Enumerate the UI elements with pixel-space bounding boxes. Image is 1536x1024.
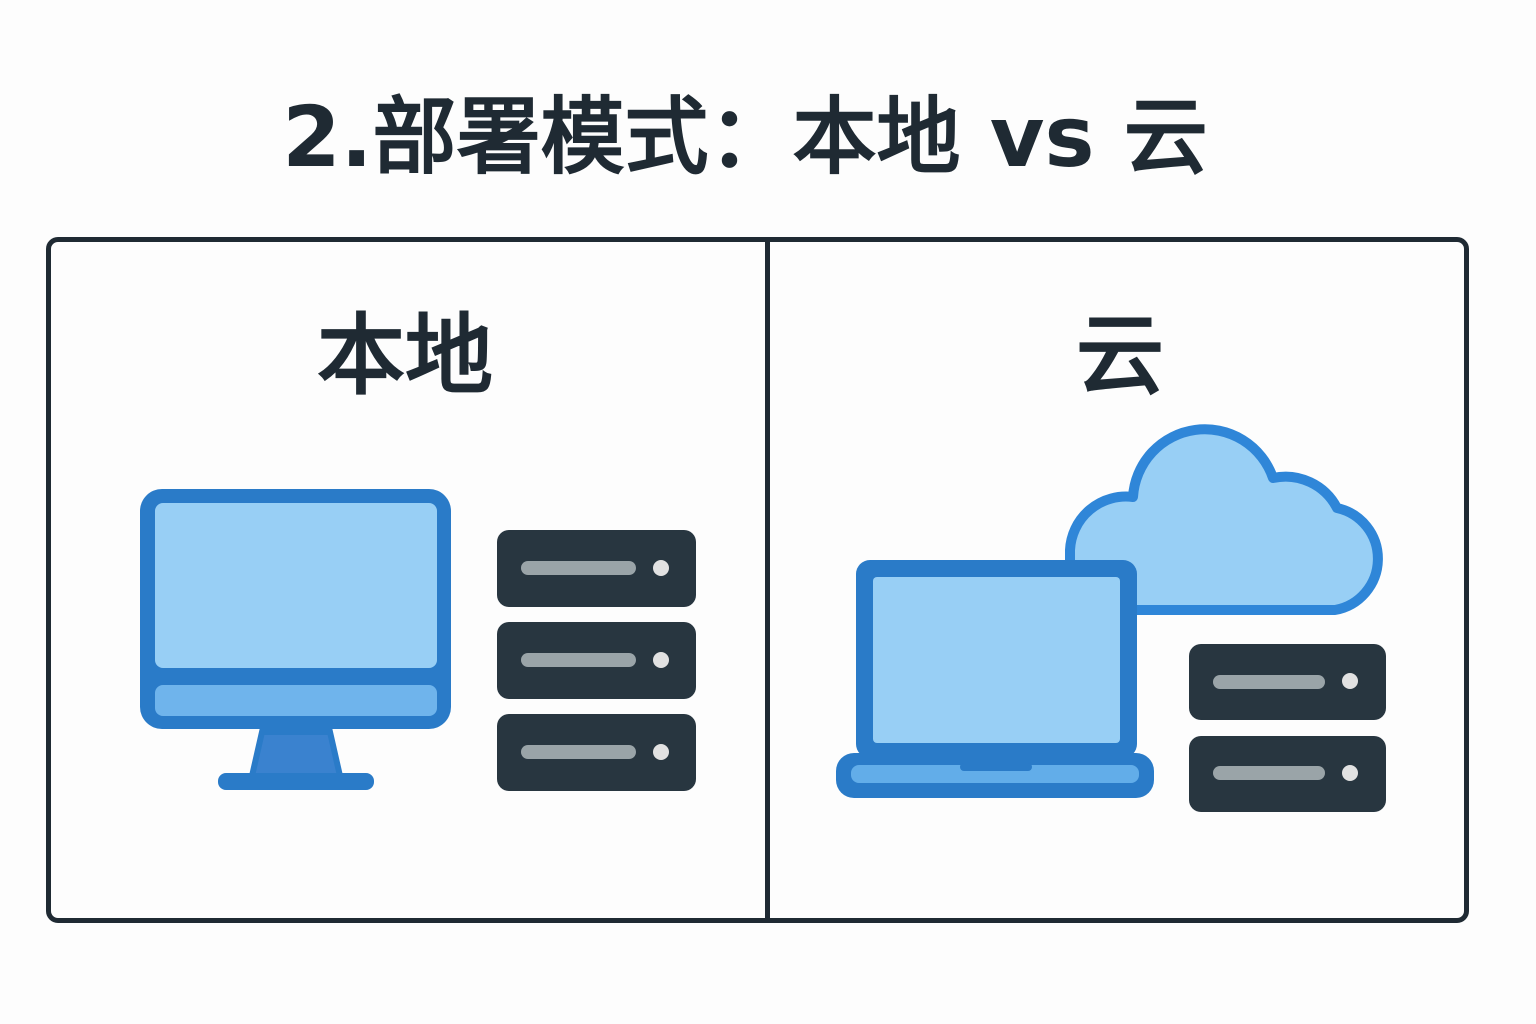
panel-divider	[765, 240, 770, 918]
comparison-frame	[46, 237, 1469, 923]
desktop-monitor-icon	[140, 489, 451, 790]
page-title: 2.部署模式：本地 vs 云	[282, 88, 1208, 186]
cloud-icon	[1065, 424, 1383, 615]
cloud-panel-title: 云	[1075, 304, 1164, 407]
local-panel-title: 本地	[316, 304, 493, 407]
laptop-icon	[836, 560, 1154, 798]
server-rack-icon	[1189, 644, 1386, 812]
server-rack-icon	[497, 530, 696, 791]
